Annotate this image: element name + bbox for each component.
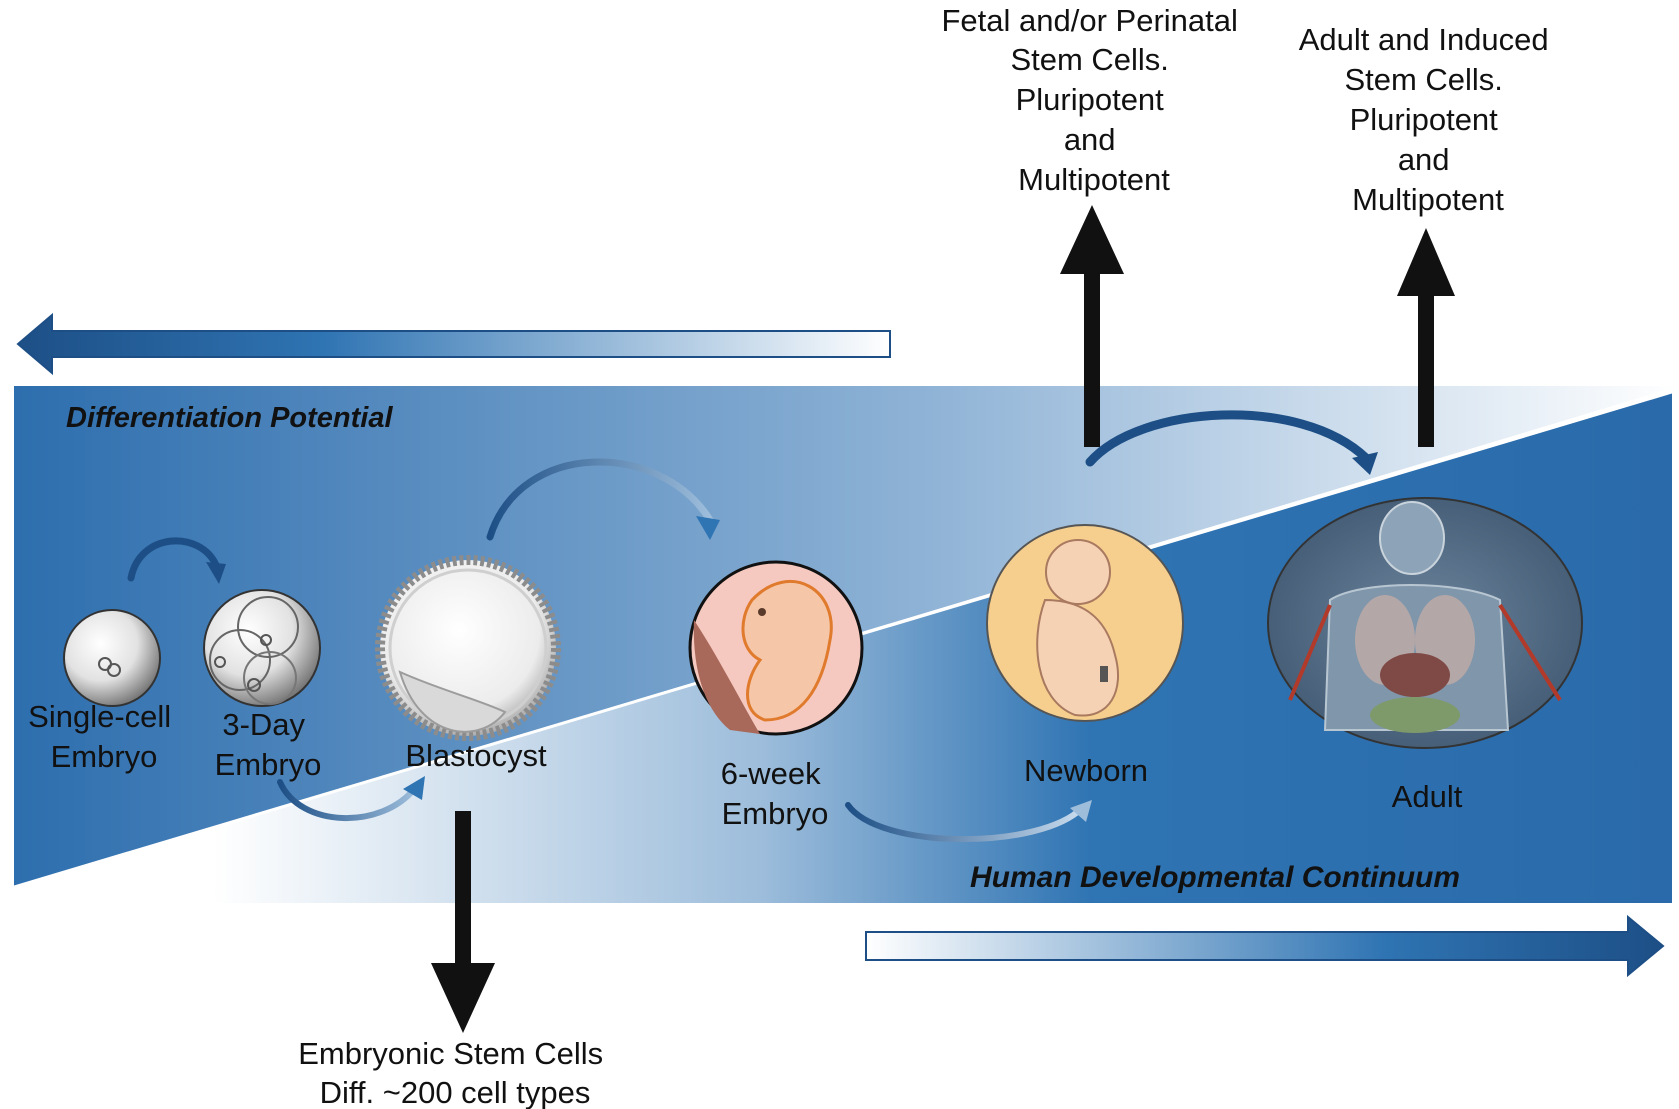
- six-week-embryo-icon: [688, 560, 864, 736]
- development-arrow: [865, 914, 1665, 978]
- developmental-continuum-label: Human Developmental Continuum: [970, 861, 1460, 894]
- embryonic-stem-cells-arrow: [431, 811, 495, 1033]
- stage-label-adult: Adult: [1392, 779, 1463, 814]
- blastocyst-icon: [375, 555, 561, 741]
- embryonic-stem-cells-label: Embryonic Stem Cells Diff. ~200 cell typ…: [298, 1036, 612, 1109]
- fetal-stem-cells-label: Fetal and/or Perinatal Stem Cells. Pluri…: [941, 3, 1246, 197]
- single-cell-embryo-icon: [63, 609, 161, 707]
- stage-label-newborn: Newborn: [1024, 753, 1148, 788]
- transition-arrows: [127, 410, 1378, 843]
- adult-stem-cells-arrow: [1397, 228, 1455, 447]
- stage-label-blastocyst: Blastocyst: [405, 738, 547, 773]
- fetal-stem-cells-arrow: [1060, 205, 1124, 447]
- adult-stem-cells-label: Adult and Induced Stem Cells. Pluripoten…: [1299, 22, 1558, 217]
- stage-label-three-day: 3-Day Embryo: [215, 707, 322, 782]
- three-day-embryo-icon: [203, 589, 321, 707]
- stage-label-six-week: 6-week Embryo: [721, 756, 830, 831]
- newborn-icon: [986, 524, 1184, 722]
- stage-label-single-cell: Single-cell Embryo: [28, 699, 180, 774]
- differentiation-arrow: [16, 312, 891, 376]
- adult-anatomy-icon: [1267, 497, 1583, 749]
- differentiation-potential-label: Differentiation Potential: [66, 402, 393, 434]
